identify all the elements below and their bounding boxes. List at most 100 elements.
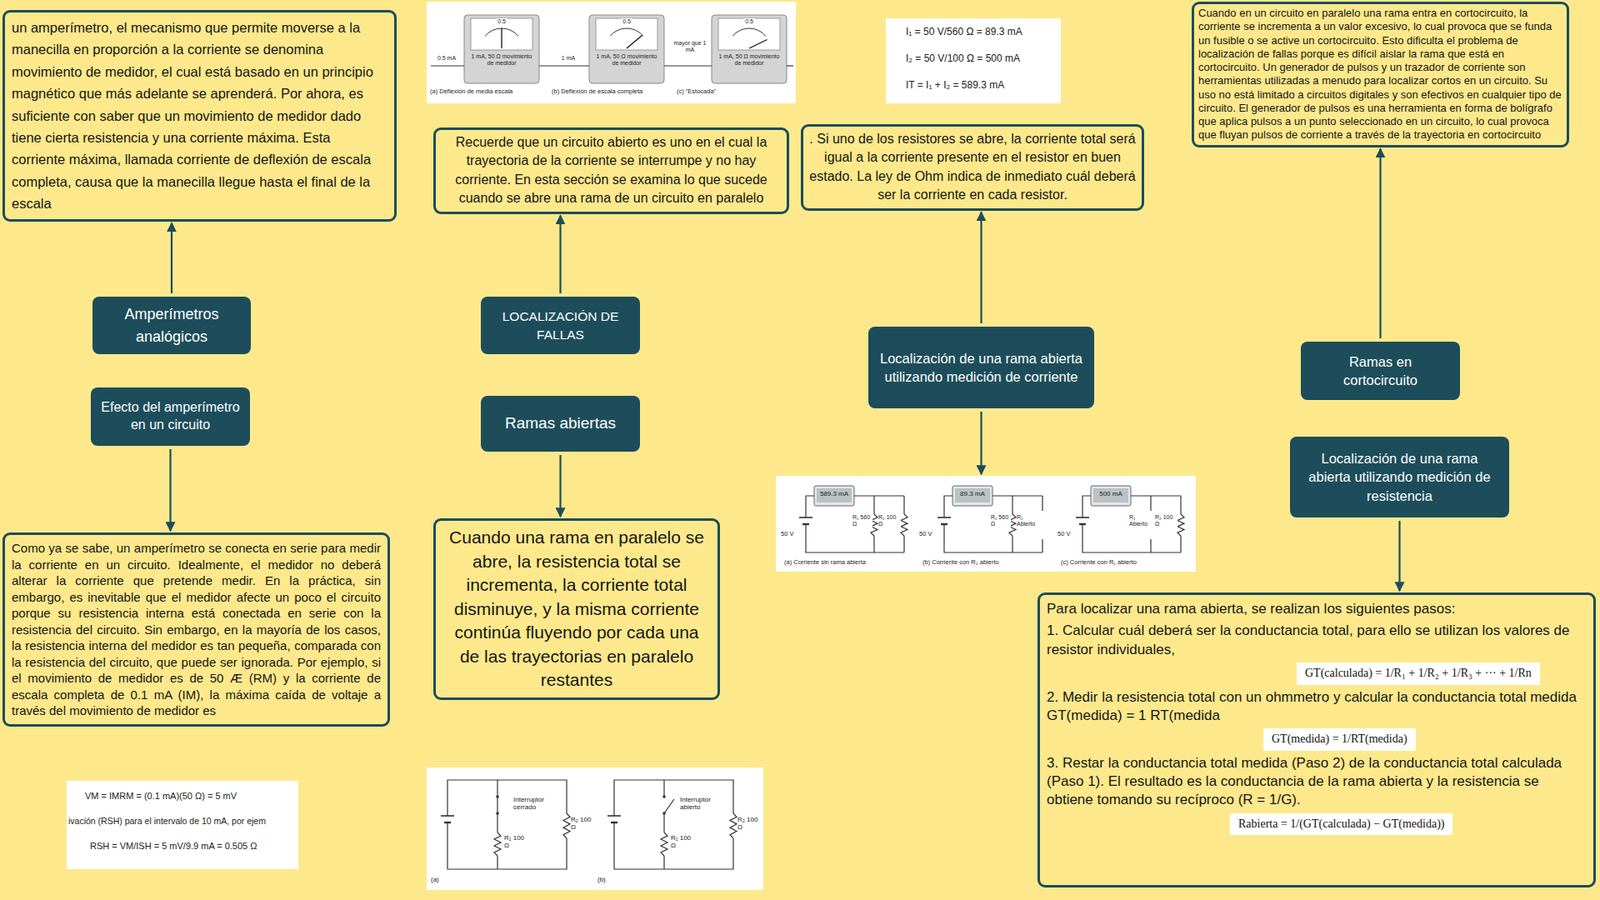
figure-label: 1 mA, 50 Ω movimiento de medidor: [594, 53, 660, 67]
topic-label: Ramas abiertas: [505, 413, 616, 435]
wire: [496, 796, 498, 814]
figure-label: 1 mA: [551, 55, 585, 62]
meter-body: [464, 15, 540, 84]
meter-needle: [626, 35, 642, 49]
meter-body: [589, 15, 665, 84]
wire: [663, 855, 665, 870]
figure-label: (b) Corriente con R₂ abierto: [922, 559, 1056, 567]
figure-label: R₂ 100 Ω: [1155, 514, 1178, 528]
figure-panel: 589.3 mA50 VR₁ 560 ΩR₂ 100 Ω(a) Corrient…: [775, 475, 1196, 572]
text-box: un amperímetro, el mecanismo que permite…: [2, 10, 397, 222]
wire: [1150, 539, 1151, 553]
topic-label: Amperímetros analógicos: [102, 303, 241, 349]
figure-label: R₁ Abierto: [1129, 514, 1150, 528]
figure-label: R₂ 100 Ω: [878, 514, 901, 528]
arrow-connector: [980, 411, 982, 475]
wire: [447, 780, 567, 816]
wire: [992, 495, 1043, 496]
wire: [1180, 495, 1181, 515]
wire: [614, 780, 734, 816]
wire: [496, 780, 498, 797]
topic-box: Efecto del amperímetro en un circuito: [90, 387, 250, 446]
topic-box: Localización de una rama abierta utiliza…: [1290, 436, 1510, 518]
wire: [447, 822, 567, 870]
resistor-symbol: [1177, 514, 1185, 536]
figure-label: 0.5 mA: [431, 55, 462, 62]
wire: [854, 495, 905, 496]
body-text: Cuando una rama en paralelo se abre, la …: [442, 525, 711, 693]
wire: [786, 65, 794, 66]
figure-label: 1 mA, 50 Ω movimiento de medidor: [469, 53, 535, 67]
meter-needle: [500, 28, 502, 49]
topic-label: LOCALIZACIÓN DE FALLAS: [490, 307, 630, 344]
figure-label: I₁ = 50 V/560 Ω = 89.3 mA: [905, 26, 1058, 39]
formula: Rabierta = 1/(GT(calculada) − GT(medida)…: [1230, 813, 1453, 835]
text-box: . Si uno de los resistores se abre, la c…: [800, 124, 1145, 211]
topic-label: Ramas en cortocircuito: [1310, 352, 1450, 390]
battery-symbol: [1079, 523, 1086, 525]
arrow-connector: [169, 449, 171, 531]
arrow-connector: [559, 215, 561, 294]
text-box: Recuerde que un circuito abierto es uno …: [433, 127, 790, 215]
figure-label: R₁ 100 Ω: [504, 834, 530, 850]
figure-panel: VM = IMRM = (0.1 mA)(50 Ω) = 5 mVivación…: [66, 780, 299, 870]
wire: [663, 780, 665, 797]
wire: [903, 535, 905, 553]
wire: [805, 524, 905, 553]
wire: [664, 65, 712, 66]
figure-label: Interruptor cerrado: [513, 795, 560, 811]
topic-label: Localización de una rama abierta utiliza…: [1300, 449, 1500, 505]
figure-label: (a) Deflexión de media escala: [430, 88, 547, 96]
wire: [903, 495, 905, 515]
meter-window: [470, 18, 533, 50]
battery-symbol: [802, 523, 810, 525]
text-box: Cuando en un circuito en paralelo una ra…: [1191, 1, 1570, 148]
wire: [1011, 495, 1013, 515]
battery-symbol: [940, 523, 948, 525]
figure-panel: I₁ = 50 V/560 Ω = 89.3 mA I₂ = 50 V/100 Ω…: [885, 18, 1061, 104]
formula: GT(medida) = 1/RT(medida): [1263, 728, 1416, 750]
body-text: Como ya se sabe, un amperímetro se conec…: [11, 540, 381, 720]
figure-label: ivación (RSH) para el intervalo de 10 mA…: [68, 815, 297, 826]
ammeter-display: [1093, 488, 1129, 503]
figure-label: 89.3 mA: [955, 490, 990, 498]
figure-label: 0.5: [743, 18, 755, 25]
topic-label: Efecto del amperímetro en un circuito: [100, 399, 240, 435]
figure-label: (b): [597, 875, 615, 884]
body-text: un amperímetro, el mecanismo que permite…: [11, 16, 388, 215]
figure-label: R₂ Abierto: [1016, 514, 1040, 528]
figure-label: (c) “Estocada”: [676, 88, 777, 96]
wire: [944, 524, 1043, 553]
wire: [805, 495, 815, 518]
figure-label: (c) Corriente con R₁ abierto: [1060, 559, 1195, 567]
figure-label: 50 V: [919, 530, 940, 539]
wire: [1130, 495, 1181, 496]
body-text: Recuerde que un circuito abierto es uno …: [440, 133, 782, 209]
battery-symbol: [440, 815, 455, 817]
meter-window: [718, 18, 780, 50]
ammeter-display: [816, 488, 852, 503]
wire: [539, 65, 590, 66]
topic-label: Localización de una rama abierta utiliza…: [878, 349, 1085, 387]
resistor-symbol: [730, 813, 737, 839]
battery-symbol: [444, 821, 451, 824]
topic-box: Ramas en cortocircuito: [1300, 341, 1460, 400]
figure-label: 500 mA: [1094, 490, 1128, 498]
meter-scale: [732, 28, 766, 36]
topic-box: Ramas abiertas: [480, 395, 640, 452]
wire: [496, 813, 498, 833]
battery-symbol: [937, 516, 951, 519]
meter-body: [711, 15, 787, 84]
figure-label: I₂ = 50 V/100 Ω = 500 mA: [905, 53, 1058, 65]
topic-box: Localización de una rama abierta utiliza…: [868, 326, 1095, 409]
figure-label: 0.5: [495, 18, 508, 25]
body-text: . Si uno de los resistores se abre, la c…: [808, 130, 1137, 205]
resistor-symbol: [660, 832, 668, 856]
ammeter-display: [955, 488, 990, 503]
wire: [614, 822, 734, 870]
meter-needle: [749, 39, 768, 49]
body-text: Cuando en un circuito en paralelo una ra…: [1198, 6, 1563, 143]
figure-label: R₁ 100 Ω: [670, 834, 696, 850]
